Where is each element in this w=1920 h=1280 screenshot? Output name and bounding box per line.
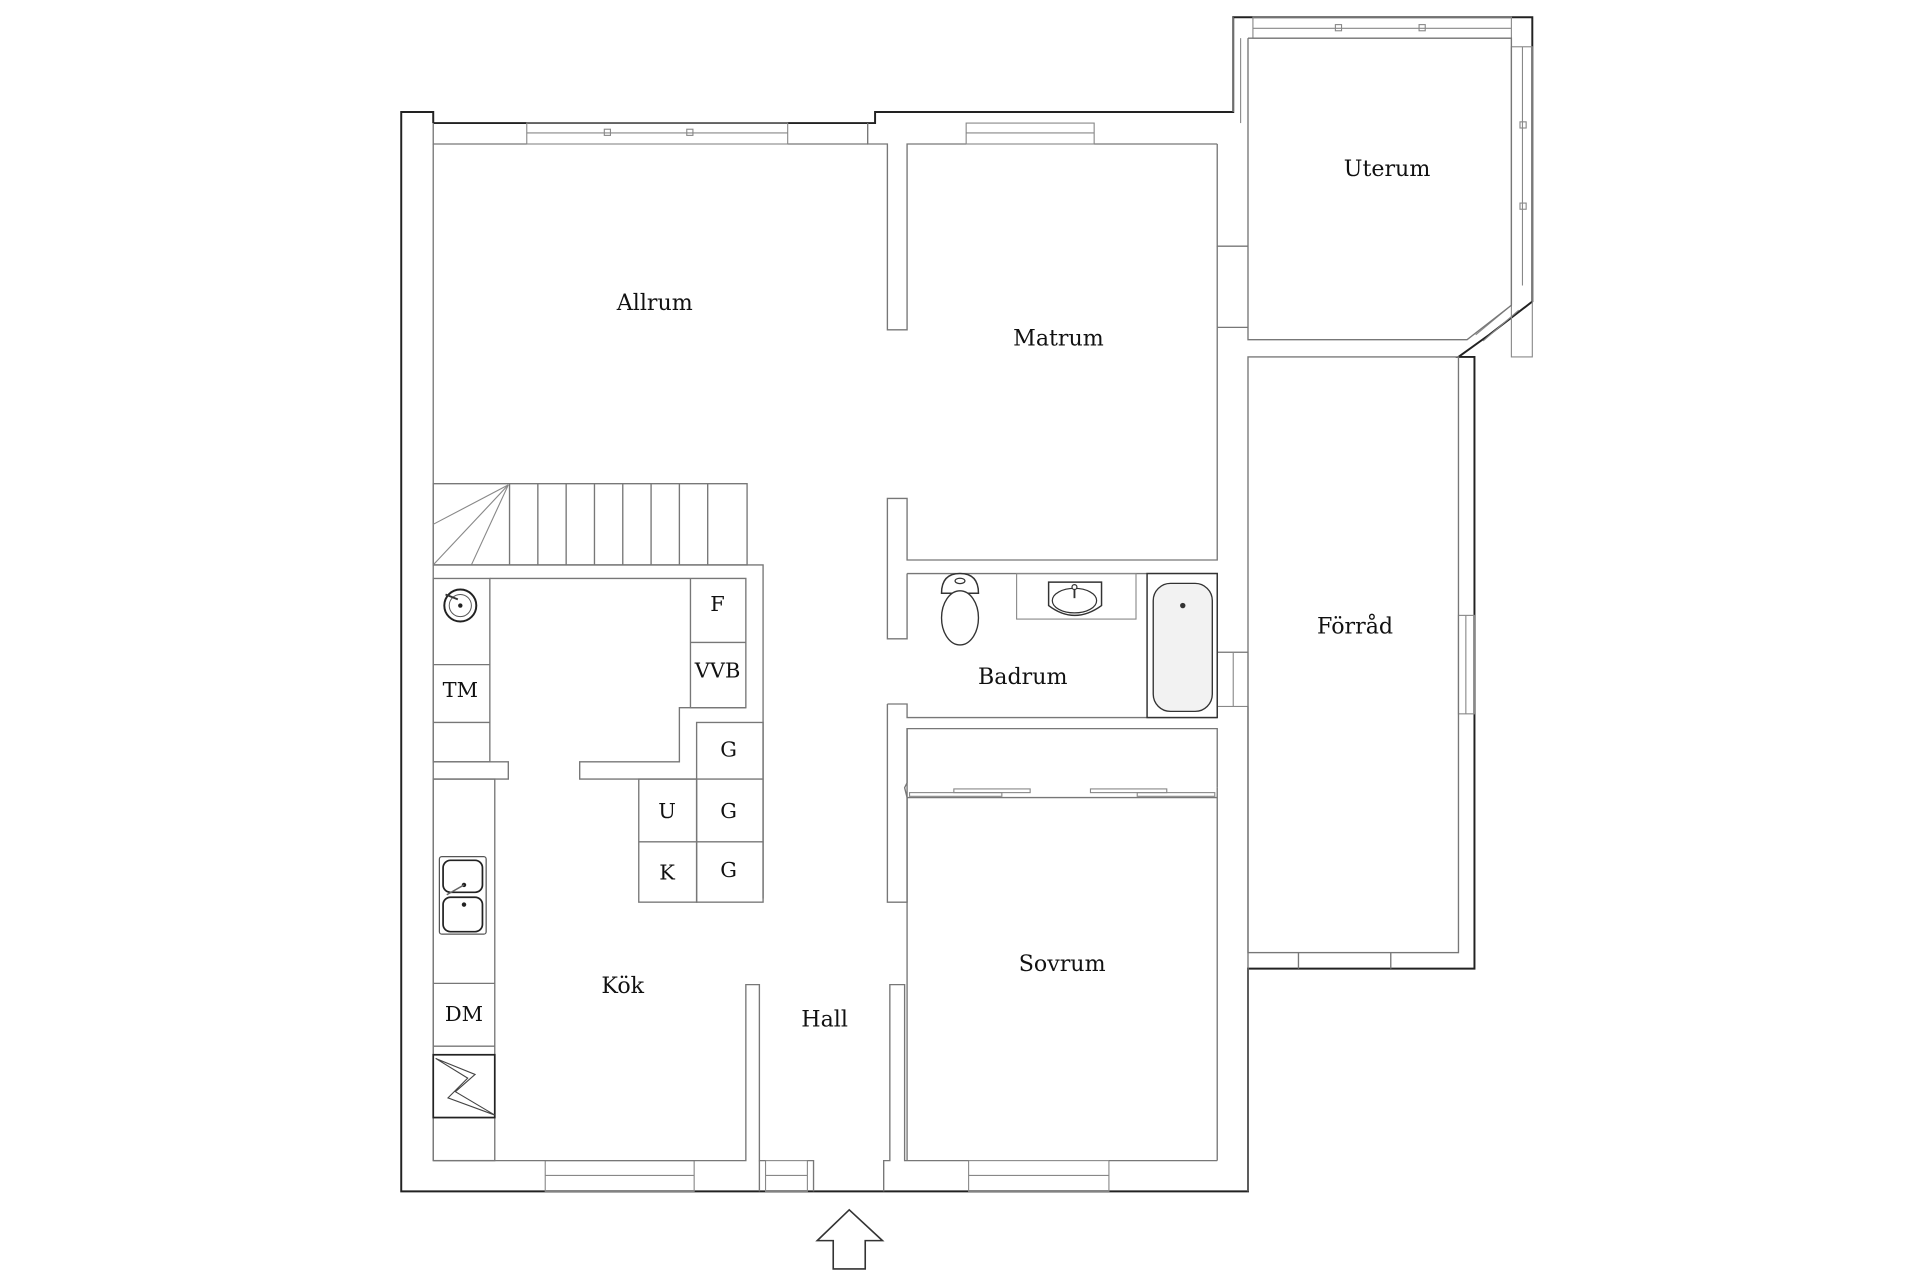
appliance-label-cabinet-2: G (720, 799, 737, 823)
appliance-label-cooktop: K (659, 860, 675, 884)
appliance-label-cabinet-3: G (720, 858, 737, 882)
staircase-icon (432, 483, 764, 899)
room-label-allrum: Allrum (616, 290, 693, 316)
appliance-label-oven: U (658, 799, 676, 823)
bathtub-icon (1146, 572, 1218, 719)
room-sovrum: Sovrum (903, 728, 1218, 1161)
appliance-label-washer: TM (443, 678, 478, 702)
room-uterum: Uterum (1217, 37, 1513, 341)
room-label-forrad: Förråd (1317, 613, 1393, 640)
room-label-uterum: Uterum (1344, 156, 1431, 182)
toilet-icon (940, 572, 980, 646)
room-label-kok: Kök (601, 973, 644, 999)
room-label-hall: Hall (801, 1006, 848, 1032)
appliance-label-dishwasher: DM (445, 1002, 483, 1026)
wardrobe-doors (908, 788, 1216, 797)
round-sink-icon (443, 588, 478, 623)
entrance-arrow-icon (815, 1208, 885, 1270)
room-label-sovrum: Sovrum (1019, 951, 1106, 977)
washbasin-icon (1047, 581, 1103, 617)
room-forrad: Förråd (1247, 356, 1460, 1192)
double-sink-icon (438, 856, 487, 935)
room-hall: Hall (758, 983, 1218, 1192)
appliance-label-water-heater: VVB (694, 658, 741, 682)
chimney-icon (432, 1053, 496, 1119)
room-label-badrum: Badrum (978, 664, 1067, 690)
appliance-label-cabinet-1: G (720, 737, 737, 761)
appliance-label-fridge: F (710, 592, 725, 616)
room-kok: F VVB TM G G G U K DM Kök (432, 577, 766, 1162)
room-matrum: Matrum (886, 246, 1218, 640)
room-label-matrum: Matrum (1013, 326, 1104, 352)
windows (526, 16, 1533, 1192)
